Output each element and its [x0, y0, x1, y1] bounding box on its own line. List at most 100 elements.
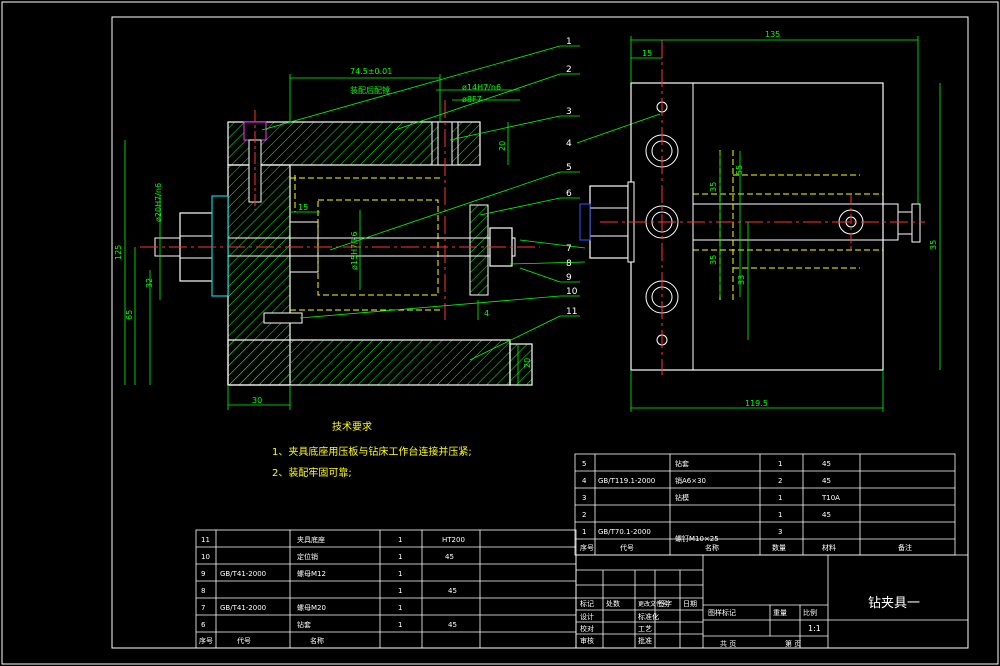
technical-requirements: 技术要求 1、夹具底座用压板与钻床工作台连接并压紧; 2、装配牢固可靠; — [272, 420, 472, 479]
top-view — [579, 40, 925, 375]
dim-65: 65 — [125, 310, 134, 320]
dim-32: 32 — [145, 278, 154, 288]
svg-text:更改文件号: 更改文件号 — [638, 600, 668, 608]
svg-text:GB/T119.1-2000: GB/T119.1-2000 — [598, 477, 655, 485]
bom-upper-text: 5 钻套 1 45 4 GB/T119.1-2000 销A6×30 2 45 3… — [580, 459, 912, 552]
svg-text:11: 11 — [201, 536, 210, 544]
svg-text:2: 2 — [778, 477, 782, 485]
bom-lower-text: 11 夹具底座 1 HT200 10 定位销 1 45 9 GB/T41-200… — [199, 535, 465, 645]
svg-text:3: 3 — [778, 528, 782, 536]
svg-text:45: 45 — [822, 511, 831, 519]
svg-text:1: 1 — [778, 494, 782, 502]
dim-35-a: 35 — [709, 182, 718, 192]
dim-20-bottom: 20 — [523, 358, 532, 368]
svg-text:序号: 序号 — [199, 636, 213, 645]
dim-15-top: 15 — [642, 49, 652, 58]
requirement-2: 2、装配牢固可靠; — [272, 466, 352, 479]
plate-outline — [630, 82, 884, 371]
svg-text:代号: 代号 — [237, 636, 251, 645]
svg-text:定位销: 定位销 — [297, 552, 318, 561]
balloon-2: 2 — [566, 65, 572, 75]
locating-pin — [263, 312, 303, 324]
svg-text:9: 9 — [201, 570, 205, 578]
svg-text:4: 4 — [582, 477, 587, 485]
balloon-numbers: 1 2 3 4 5 6 7 8 9 10 11 — [566, 37, 578, 317]
title-block-text: 钻夹具一 1:1 图样标记 重量 比例 共 页 第 页 标记 处数 更改文件号 … — [580, 596, 920, 648]
dim-d20h7: ø20H7/n6 — [154, 183, 163, 222]
section-view — [140, 100, 540, 386]
dim-55: 55 — [735, 165, 744, 175]
svg-text:批准: 批准 — [638, 636, 652, 645]
scale-value: 1:1 — [808, 624, 821, 633]
svg-text:1: 1 — [778, 460, 782, 468]
requirements-title: 技术要求 — [332, 420, 372, 433]
base-plate — [227, 339, 511, 386]
assembly-note: 装配后配镗 — [350, 85, 390, 95]
balloon-7: 7 — [566, 244, 572, 254]
cap-screw-shank — [248, 139, 262, 203]
dim-d8: ø8F7 — [462, 95, 482, 104]
dim-125: 125 — [114, 245, 123, 260]
dim-35-b: 35 — [709, 255, 718, 265]
svg-text:工艺: 工艺 — [638, 625, 652, 633]
section-dimensions — [124, 74, 520, 410]
svg-text:GB/T70.1-2000: GB/T70.1-2000 — [598, 528, 651, 536]
requirement-1: 1、夹具底座用压板与钻床工作台连接并压紧; — [272, 445, 472, 458]
drawing-name: 钻夹具一 — [868, 596, 920, 611]
svg-text:序号: 序号 — [580, 543, 594, 552]
svg-text:材料: 材料 — [822, 543, 836, 552]
balloon-4: 4 — [566, 139, 572, 149]
svg-text:45: 45 — [822, 477, 831, 485]
bom-upper-table — [574, 453, 956, 556]
dim-4: 4 — [484, 309, 489, 318]
svg-text:6: 6 — [201, 621, 206, 629]
svg-text:销A6×30: 销A6×30 — [675, 476, 706, 485]
dim-d15h7: ø15H7/k6 — [350, 231, 359, 270]
svg-text:共 页: 共 页 — [720, 639, 736, 648]
svg-text:夹具底座: 夹具底座 — [297, 535, 325, 544]
bom-lower-table — [195, 529, 577, 649]
top-dimensions — [630, 36, 941, 412]
top-dimension-text: 135 15 55 35 35 33 35 119.5 — [642, 30, 938, 408]
svg-text:1: 1 — [398, 604, 402, 612]
balloon-1: 1 — [566, 37, 572, 47]
svg-text:GB/T41-2000: GB/T41-2000 — [220, 604, 266, 612]
svg-text:备注: 备注 — [898, 543, 912, 552]
svg-text:1: 1 — [778, 511, 782, 519]
base-lip — [509, 343, 533, 386]
section-dimension-text: 74.5±0.01 装配后配镗 ø14H7/n6 ø8F7 20 ø20H7/n… — [114, 67, 532, 405]
dim-20-right: 20 — [498, 141, 507, 151]
svg-text:标记: 标记 — [580, 599, 594, 608]
svg-text:GB/T41-2000: GB/T41-2000 — [220, 570, 266, 578]
svg-text:钻模: 钻模 — [675, 493, 689, 502]
svg-text:45: 45 — [445, 553, 454, 561]
balloon-3: 3 — [566, 107, 572, 117]
svg-text:螺母M12: 螺母M12 — [297, 569, 326, 578]
svg-text:审核: 审核 — [580, 636, 594, 645]
svg-text:日期: 日期 — [683, 600, 697, 608]
svg-text:1: 1 — [398, 536, 402, 544]
svg-text:设计: 设计 — [580, 612, 594, 621]
svg-text:2: 2 — [582, 511, 586, 519]
svg-text:比例: 比例 — [803, 608, 817, 617]
dim-15: 15 — [298, 203, 308, 212]
svg-text:8: 8 — [201, 587, 205, 595]
svg-text:钻套: 钻套 — [675, 459, 689, 468]
svg-text:HT200: HT200 — [442, 536, 465, 544]
svg-text:45: 45 — [448, 621, 457, 629]
balloon-6: 6 — [566, 189, 572, 199]
svg-text:标准化: 标准化 — [638, 612, 659, 621]
svg-text:钻套: 钻套 — [297, 620, 311, 629]
title-block — [575, 554, 969, 649]
leader-lines — [261, 45, 661, 361]
svg-text:代号: 代号 — [620, 543, 634, 552]
svg-text:校对: 校对 — [580, 624, 594, 633]
svg-text:图样标记: 图样标记 — [708, 608, 736, 617]
dim-119-5: 119.5 — [745, 399, 768, 408]
svg-text:螺母M20: 螺母M20 — [297, 603, 326, 612]
svg-text:T10A: T10A — [821, 494, 840, 502]
svg-text:名称: 名称 — [310, 636, 324, 645]
svg-text:1: 1 — [398, 553, 402, 561]
